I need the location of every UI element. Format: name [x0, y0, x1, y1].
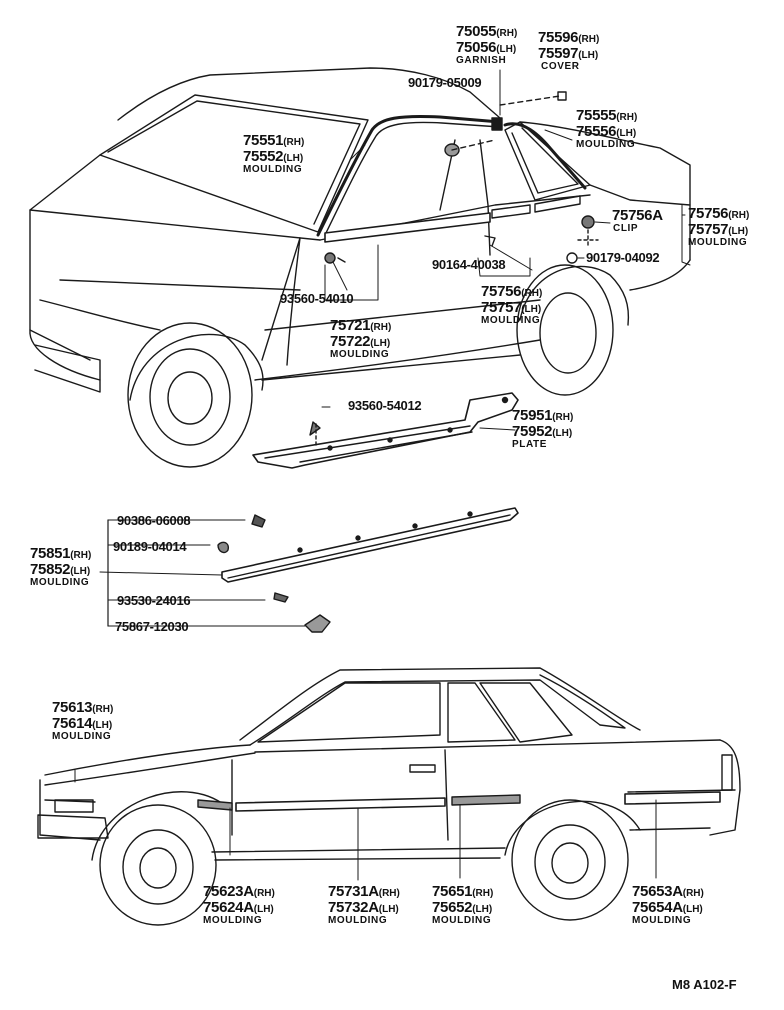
part-number-75867-12030: 75867-12030: [115, 619, 189, 634]
part-number-75623A: 75623A(RH): [203, 883, 275, 900]
top-car-body-illustration: [29, 67, 691, 468]
belt-moulding-75756: [491, 204, 531, 219]
part-number-75756A: 75756A: [612, 207, 663, 224]
part-name-moulding-75731A: MOULDING: [328, 915, 388, 926]
part-number-93530-24016: 93530-24016: [117, 593, 191, 608]
leader-lines: [74, 69, 686, 881]
diagram-reference-code: M8 A102-F: [672, 977, 737, 992]
side-moulding-75651: [451, 794, 521, 806]
part-name-moulding-75653A: MOULDING: [632, 915, 692, 926]
part-number-75651: 75651(RH): [432, 883, 494, 900]
part-number-75732A: 75732A(LH): [328, 899, 399, 916]
part-number-93560-54010: 93560-54010: [280, 291, 354, 306]
part-number-75056: 75056(LH): [456, 39, 517, 56]
part-number-90179-05009: 90179-05009: [408, 75, 482, 90]
part-number-75555: 75555(RH): [576, 107, 638, 124]
part-number-75551: 75551(RH): [243, 132, 305, 149]
part-name-plate: PLATE: [512, 439, 548, 450]
part-name-moulding-75756-rear: MOULDING: [688, 237, 748, 248]
part-number-75722: 75722(LH): [330, 333, 391, 350]
part-number-75731A: 75731A(RH): [328, 883, 400, 900]
part-number-90386-06008: 90386-06008: [117, 513, 191, 528]
part-number-75597: 75597(LH): [538, 45, 599, 62]
rocker-moulding-75851: [217, 507, 519, 633]
window-frame-moulding-75555: [503, 122, 587, 190]
part-number-75757-rear: 75757(LH): [688, 221, 749, 238]
part-number-93560-54012: 93560-54012: [348, 398, 422, 413]
part-number-90189-04014: 90189-04014: [113, 539, 187, 554]
part-number-75552: 75552(LH): [243, 148, 304, 165]
part-name-moulding-75623A: MOULDING: [203, 915, 263, 926]
part-number-75055: 75055(RH): [456, 23, 518, 40]
part-number-75624A: 75624A(LH): [203, 899, 274, 916]
part-number-75613: 75613(RH): [52, 699, 114, 716]
part-number-75952: 75952(LH): [512, 423, 573, 440]
part-number-75614: 75614(LH): [52, 715, 113, 732]
part-name-moulding-75721: MOULDING: [330, 349, 390, 360]
part-name-cover: COVER: [541, 61, 580, 72]
roof-drip-moulding-75551: [316, 114, 502, 237]
part-number-75852: 75852(LH): [30, 561, 91, 578]
scuff-plate-75951: [252, 392, 519, 469]
belt-moulding-75721: [324, 212, 491, 243]
side-moulding-75653A: [624, 791, 721, 805]
part-number-75756-mid: 75756(RH): [481, 283, 543, 300]
part-name-garnish: GARNISH: [456, 55, 507, 66]
part-number-75756-rear: 75756(RH): [688, 205, 750, 222]
part-number-75757-mid: 75757(LH): [481, 299, 542, 316]
part-number-75653A: 75653A(RH): [632, 883, 704, 900]
part-number-75652: 75652(LH): [432, 899, 493, 916]
part-number-75721: 75721(RH): [330, 317, 392, 334]
part-number-75596: 75596(RH): [538, 29, 600, 46]
part-name-moulding-75851: MOULDING: [30, 577, 90, 588]
part-number-90164-40038: 90164-40038: [432, 257, 506, 272]
part-number-75556: 75556(LH): [576, 123, 637, 140]
part-number-75654A: 75654A(LH): [632, 899, 703, 916]
side-moulding-75731A: [235, 797, 446, 812]
part-name-moulding-75756-mid: MOULDING: [481, 315, 541, 326]
part-number-75851: 75851(RH): [30, 545, 92, 562]
side-moulding-75623A: [197, 799, 233, 811]
part-name-moulding-75551: MOULDING: [243, 164, 303, 175]
part-number-90179-04092: 90179-04092: [586, 250, 660, 265]
part-number-75951: 75951(RH): [512, 407, 574, 424]
part-name-moulding-75613: MOULDING: [52, 731, 112, 742]
bottom-car-side-illustration: [37, 667, 741, 926]
part-name-moulding-75555: MOULDING: [576, 139, 636, 150]
part-name-moulding-75651: MOULDING: [432, 915, 492, 926]
part-name-clip: CLIP: [613, 223, 639, 234]
